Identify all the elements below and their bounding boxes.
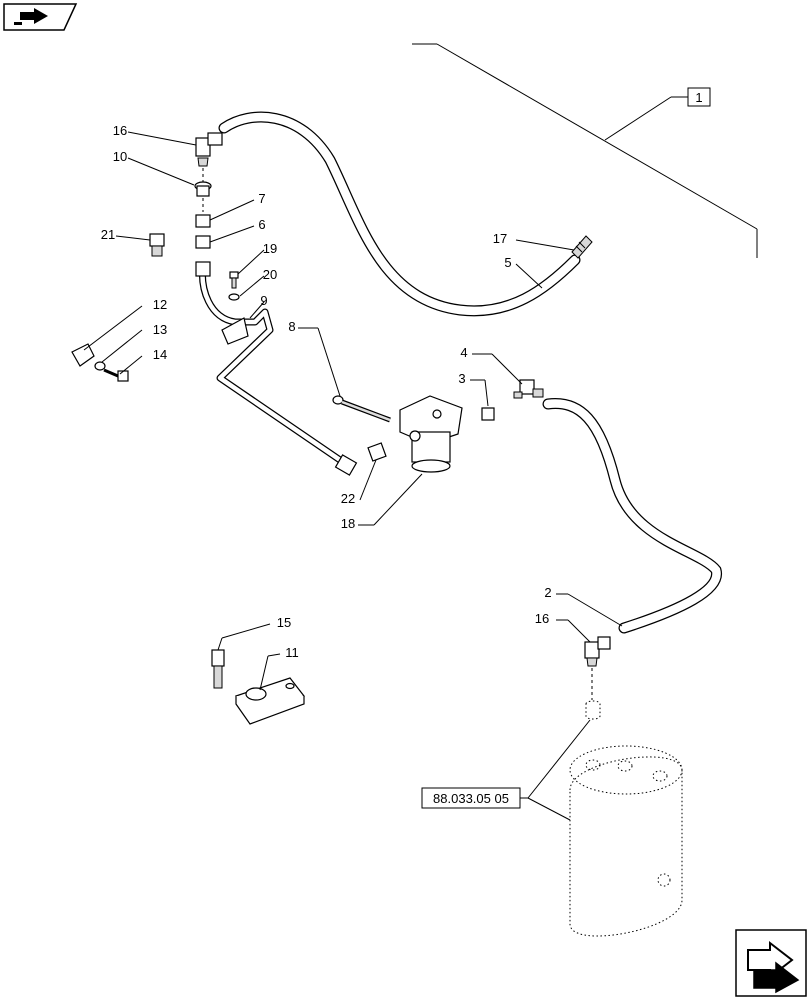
label-15: 15 [277, 615, 291, 630]
label-16-top: 16 [113, 123, 127, 138]
washer-13 [94, 361, 106, 371]
label-20: 20 [263, 267, 277, 282]
leader-lines [83, 131, 623, 821]
reference-box-label: 88.033.05 05 [433, 791, 509, 806]
valve-18 [399, 395, 463, 473]
bolt-14 [103, 368, 129, 382]
label-18: 18 [341, 516, 355, 531]
elbow-16-bottom [584, 636, 611, 667]
assembly-bracket-1 [412, 43, 758, 258]
back-arrow-tab-icon[interactable] [3, 3, 78, 31]
tee-4 [513, 379, 544, 399]
ref-1: 1 [695, 90, 702, 105]
label-10: 10 [113, 149, 127, 164]
nut-7 [195, 214, 211, 228]
washer-20 [228, 293, 240, 301]
label-14: 14 [153, 347, 167, 362]
label-5: 5 [504, 255, 511, 270]
bolt-8 [332, 395, 391, 423]
label-4: 4 [460, 345, 467, 360]
pipe-9 [195, 261, 358, 476]
label-22: 22 [341, 491, 355, 506]
nut-6 [195, 235, 211, 249]
label-13: 13 [153, 322, 167, 337]
elbow-16-top [195, 132, 223, 167]
clamp-12 [71, 343, 95, 367]
label-6: 6 [258, 217, 265, 232]
fitting-21 [149, 233, 165, 257]
air-tank [569, 700, 683, 937]
label-2: 2 [544, 585, 551, 600]
fitting-17 [571, 235, 593, 259]
fitting-22 [367, 442, 387, 462]
reference-box[interactable]: 88.033.05 05 [421, 787, 521, 809]
label-16-bottom: 16 [535, 611, 549, 626]
label-17: 17 [493, 231, 507, 246]
label-19: 19 [263, 241, 277, 256]
next-page-arrow-icon[interactable] [735, 929, 807, 997]
hose-2 [543, 399, 721, 633]
label-12: 12 [153, 297, 167, 312]
fitting-3 [481, 407, 495, 421]
bolt-19 [229, 271, 239, 289]
label-11: 11 [285, 645, 299, 660]
label-7: 7 [258, 191, 265, 206]
label-8: 8 [288, 319, 295, 334]
label-21: 21 [101, 227, 115, 242]
bolt-15 [211, 649, 225, 689]
bracket-11 [235, 677, 305, 725]
fitting-10 [194, 181, 212, 197]
label-3: 3 [458, 371, 465, 386]
label-9: 9 [260, 293, 267, 308]
